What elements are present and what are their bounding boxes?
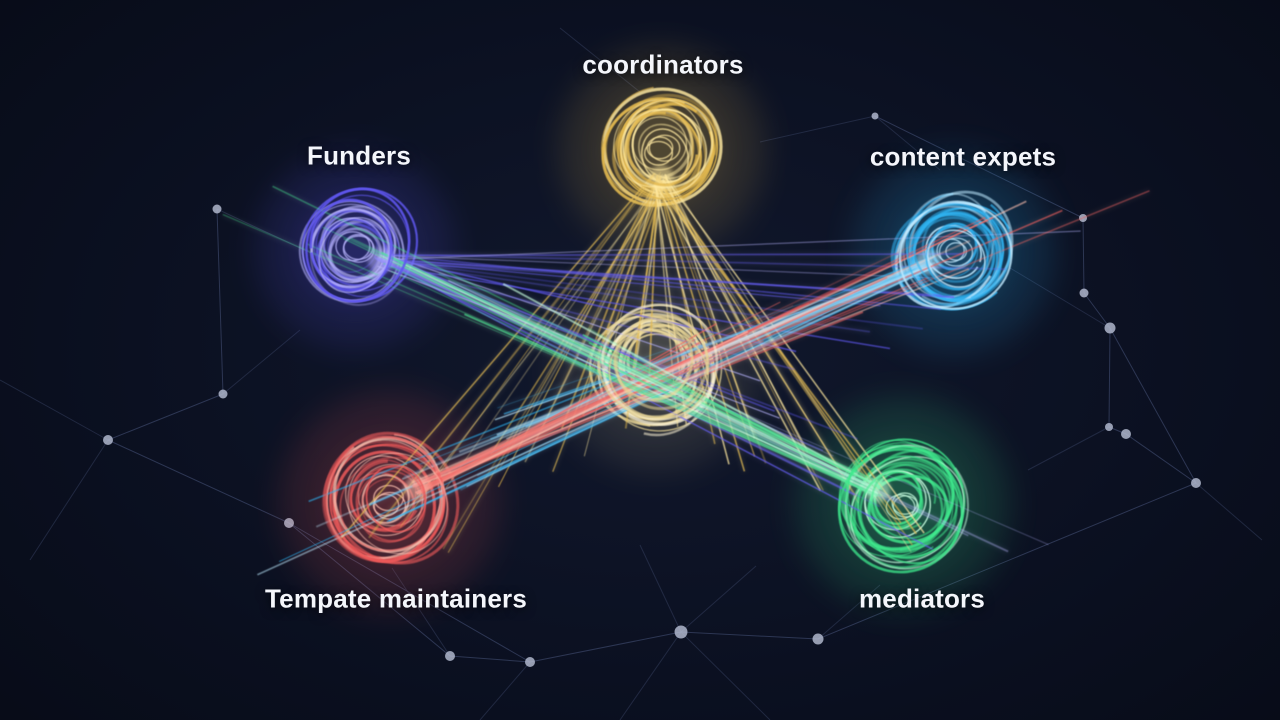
node-label-content-experts: content expets xyxy=(869,141,1057,172)
node-label-mediators: mediators xyxy=(858,583,986,614)
node-label-template-maintainers: Tempate maintainers xyxy=(265,583,527,614)
node-swirl-overlays xyxy=(305,98,1013,574)
node-label-coordinators: coordinators xyxy=(582,49,744,80)
node-label-funders: Funders xyxy=(307,140,411,171)
